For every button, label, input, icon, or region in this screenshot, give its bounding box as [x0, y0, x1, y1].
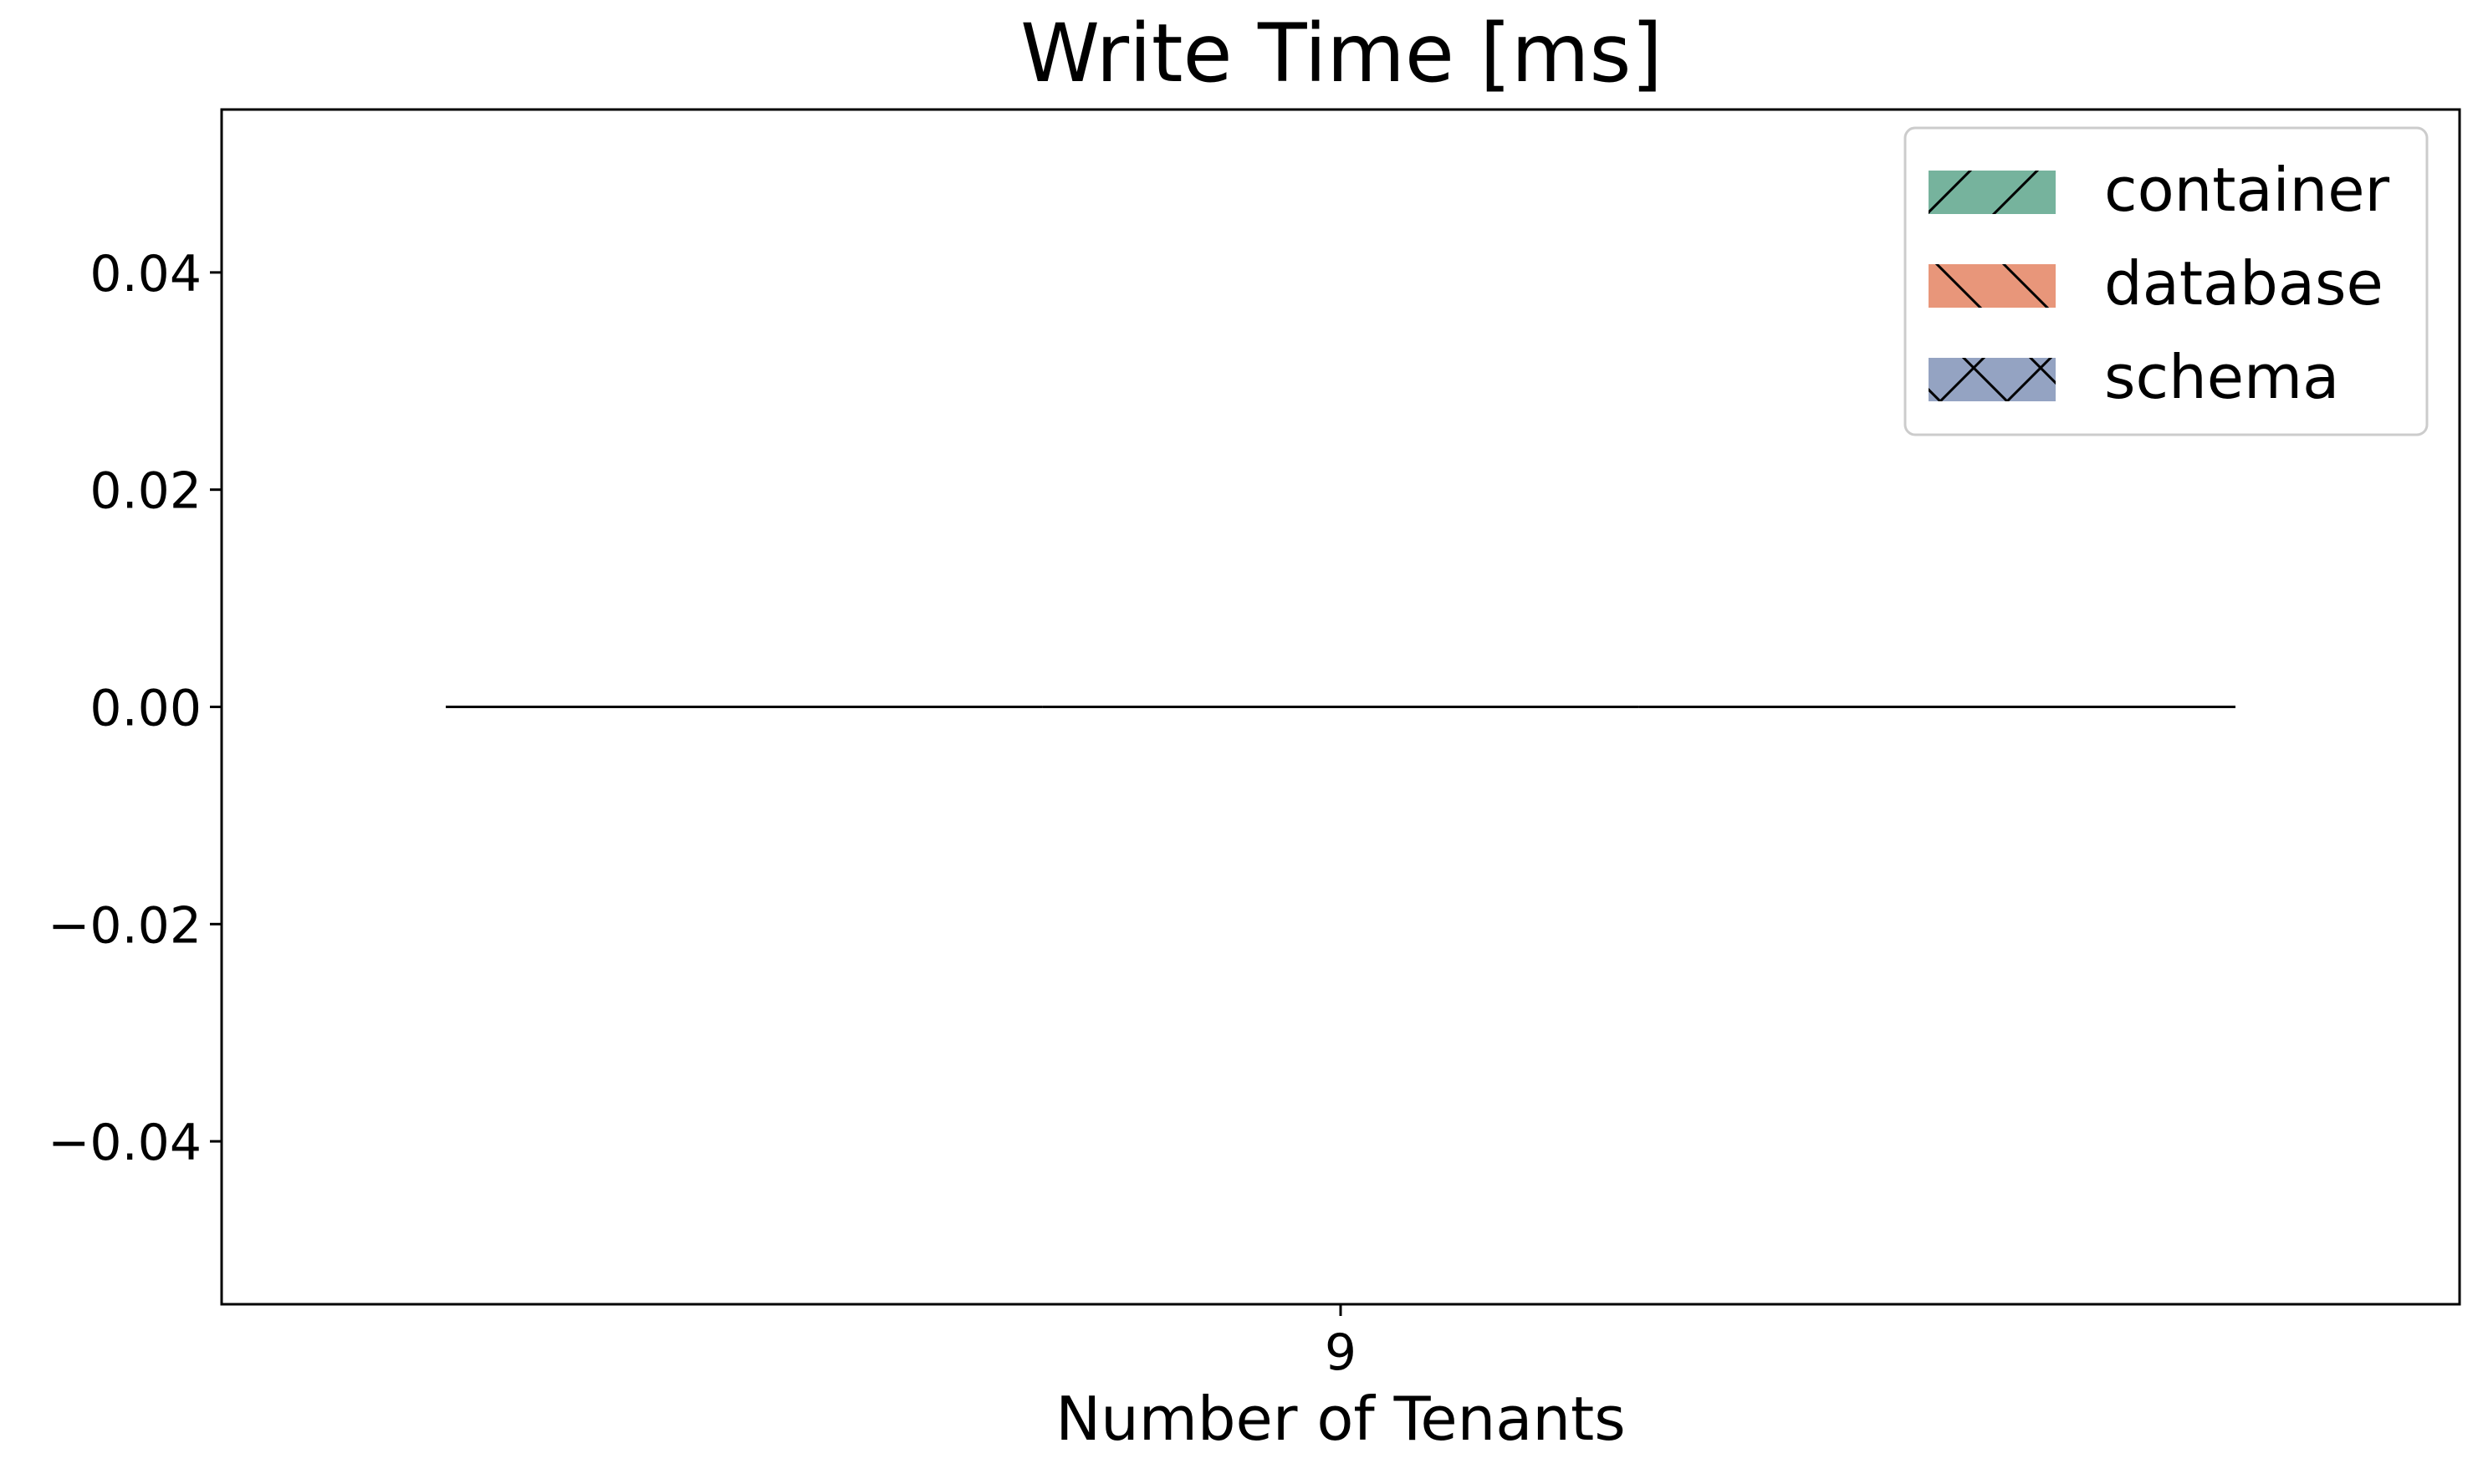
legend-label-container: container	[2104, 155, 2390, 225]
y-tick-label: −0.04	[48, 1114, 202, 1172]
chart-title: Write Time [ms]	[1020, 7, 1663, 100]
y-tick-label: 0.00	[89, 680, 202, 738]
x-axis-label: Number of Tenants	[1055, 1384, 1626, 1454]
y-tick-label: 0.04	[89, 245, 202, 303]
legend-swatch-schema	[1929, 358, 2056, 401]
legend-swatch-container	[1929, 171, 2056, 214]
y-axis: −0.04 −0.02 0.00 0.02 0.04	[48, 245, 222, 1172]
legend-label-database: database	[2104, 248, 2383, 319]
legend-swatch-database	[1929, 264, 2056, 308]
y-tick-label: 0.02	[89, 462, 202, 521]
legend: container database schema	[1903, 126, 2429, 436]
x-axis: 9	[1325, 1304, 1356, 1382]
legend-label-schema: schema	[2104, 342, 2339, 412]
y-tick-label: −0.02	[48, 896, 202, 955]
x-tick-label: 9	[1325, 1323, 1356, 1382]
